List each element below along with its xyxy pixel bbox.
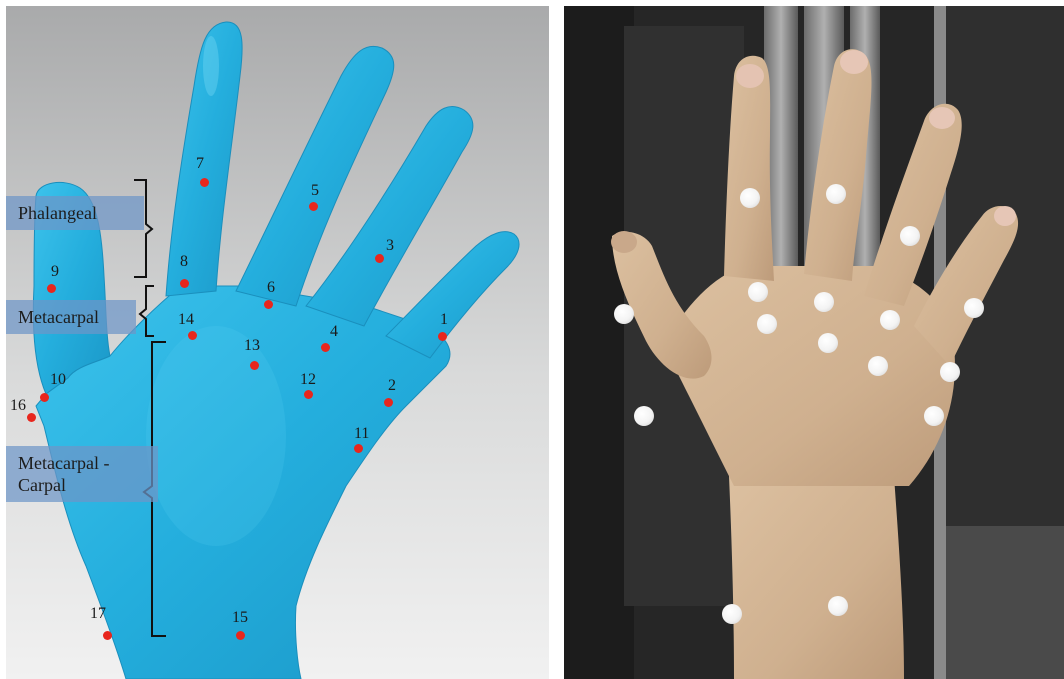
region-label-metacarpal-carpal: Metacarpal - Carpal — [6, 446, 158, 502]
region-label-metacarpal-text: Metacarpal — [18, 307, 99, 327]
region-label-phalangeal-text: Phalangeal — [18, 203, 97, 223]
photo-marker — [722, 604, 742, 624]
region-label-metacarpal-carpal-line2: Carpal — [18, 474, 146, 496]
photo-marker — [740, 188, 760, 208]
photo-image-panel — [564, 6, 1064, 679]
marker-number-15: 15 — [232, 610, 248, 626]
marker-number-11: 11 — [354, 426, 369, 442]
marker-number-2: 2 — [388, 378, 396, 394]
photo-marker — [748, 282, 768, 302]
marker-dot-13 — [250, 361, 259, 370]
marker-dot-5 — [309, 202, 318, 211]
marker-dot-17 — [103, 631, 112, 640]
marker-number-16: 16 — [10, 398, 26, 414]
region-label-metacarpal: Metacarpal — [6, 300, 136, 334]
photo-marker — [924, 406, 944, 426]
marker-number-4: 4 — [330, 324, 338, 340]
marker-dot-10 — [40, 393, 49, 402]
marker-number-14: 14 — [178, 312, 194, 328]
marker-dot-7 — [200, 178, 209, 187]
photo-marker — [814, 292, 834, 312]
photo-marker — [900, 226, 920, 246]
photo-marker — [634, 406, 654, 426]
marker-number-6: 6 — [267, 280, 275, 296]
marker-number-10: 10 — [50, 372, 66, 388]
marker-number-12: 12 — [300, 372, 316, 388]
marker-dot-6 — [264, 300, 273, 309]
marker-dot-8 — [180, 279, 189, 288]
marker-number-5: 5 — [311, 183, 319, 199]
photo-marker — [614, 304, 634, 324]
marker-number-7: 7 — [196, 156, 204, 172]
photo-marker — [880, 310, 900, 330]
marker-dot-4 — [321, 343, 330, 352]
region-label-metacarpal-carpal-line1: Metacarpal - — [18, 452, 146, 474]
marker-dot-14 — [188, 331, 197, 340]
marker-number-1: 1 — [440, 312, 448, 328]
photo-marker — [757, 314, 777, 334]
photo-marker — [828, 596, 848, 616]
marker-dot-16 — [27, 413, 36, 422]
marker-dot-3 — [375, 254, 384, 263]
marker-dot-9 — [47, 284, 56, 293]
photo-marker — [868, 356, 888, 376]
photo-marker — [964, 298, 984, 318]
marker-number-13: 13 — [244, 338, 260, 354]
marker-number-17: 17 — [90, 606, 106, 622]
scan-image-panel: Phalangeal Metacarpal Metacarpal - Carpa… — [6, 6, 549, 679]
marker-dot-15 — [236, 631, 245, 640]
photo-marker — [940, 362, 960, 382]
photo-marker — [826, 184, 846, 204]
photo-marker — [818, 333, 838, 353]
marker-number-8: 8 — [180, 254, 188, 270]
marker-dot-12 — [304, 390, 313, 399]
region-label-phalangeal: Phalangeal — [6, 196, 144, 230]
marker-number-9: 9 — [51, 264, 59, 280]
marker-dot-1 — [438, 332, 447, 341]
marker-number-3: 3 — [386, 238, 394, 254]
marker-dot-11 — [354, 444, 363, 453]
marker-dot-2 — [384, 398, 393, 407]
hand-photo-illustration — [564, 6, 1064, 679]
hand-scan-illustration — [6, 6, 549, 679]
